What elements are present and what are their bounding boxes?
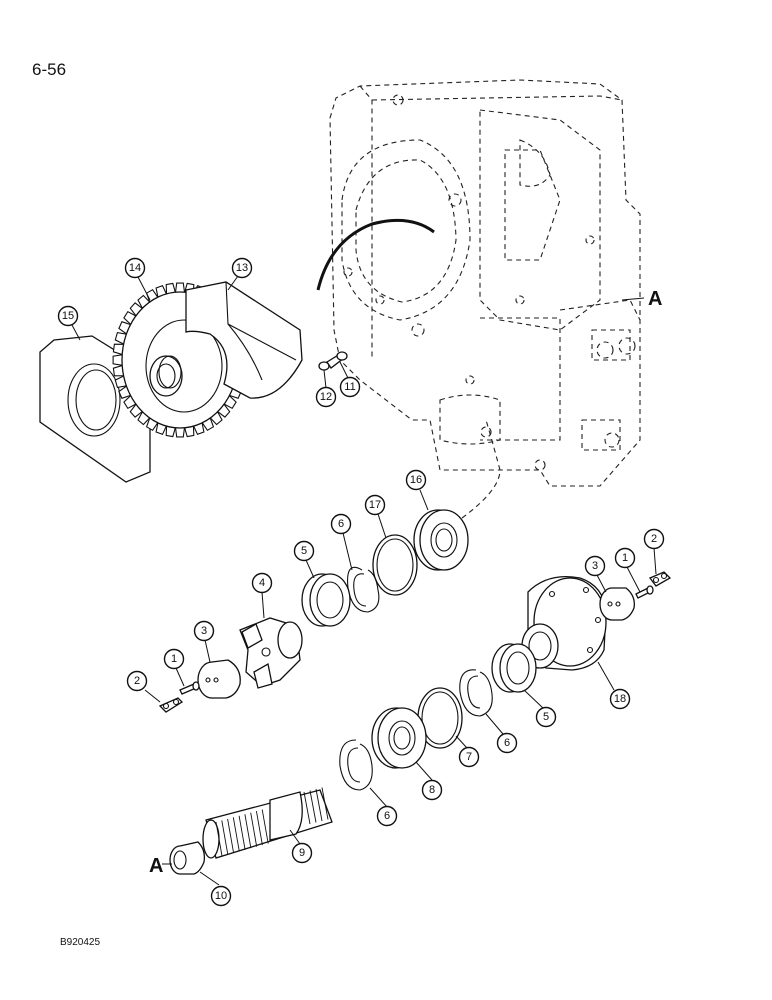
svg-text:8: 8 [429, 784, 435, 796]
shaft-spline [255, 811, 263, 846]
transmission-housing [316, 79, 641, 487]
part-9-shaft [202, 787, 333, 859]
svg-text:12: 12 [320, 391, 332, 403]
svg-text:14: 14 [129, 262, 141, 274]
part-5-seal-lower [491, 643, 537, 693]
shaft-spline [321, 787, 329, 820]
callout-1-left: 1 [163, 648, 185, 670]
svg-text:5: 5 [301, 545, 307, 557]
svg-text:16: 16 [410, 474, 422, 486]
svg-text:3: 3 [592, 560, 598, 572]
callout-3-right: 3 [584, 555, 606, 577]
callout-9: 9 [291, 842, 313, 864]
callout-11: 11 [339, 376, 361, 398]
part-6-snap-ring-mid [459, 669, 493, 717]
svg-text:3: 3 [201, 625, 207, 637]
callout-18: 18 [609, 688, 631, 710]
part-1-2-left [158, 681, 200, 713]
part-1-2-right [635, 571, 672, 599]
part-6-snap-ring-upper [347, 566, 380, 613]
part-8-bearing [371, 707, 427, 769]
callout-3-left: 3 [193, 620, 215, 642]
shaft-spline [227, 818, 235, 853]
callout-12: 12 [315, 386, 337, 408]
part-6-snap-ring-lower [339, 739, 373, 791]
part-18-flange [521, 575, 607, 671]
part-3-cap-right [599, 587, 635, 621]
svg-text:1: 1 [171, 653, 177, 665]
svg-text:10: 10 [215, 890, 227, 902]
part-17-ring [372, 534, 418, 596]
part-5-seal-upper [301, 573, 351, 627]
shaft-spline [215, 821, 223, 857]
callout-7: 7 [458, 746, 480, 768]
callout-2-right: 2 [643, 528, 665, 550]
callout-15: 15 [57, 305, 79, 327]
shaft-spline [250, 812, 258, 847]
svg-text:4: 4 [259, 577, 265, 589]
shaft-spline [261, 809, 269, 844]
callout-6-lower: 6 [376, 805, 398, 827]
callout-5-upper: 5 [293, 540, 315, 562]
svg-text:6: 6 [504, 737, 510, 749]
svg-text:11: 11 [344, 381, 355, 393]
callout-2-left: 2 [126, 670, 148, 692]
shaft-spline [238, 815, 246, 850]
reference-letter-a-upper: A [648, 288, 662, 310]
svg-text:6: 6 [384, 810, 390, 822]
svg-text:13: 13 [236, 262, 248, 274]
part-16-bearing [413, 419, 501, 571]
svg-text:18: 18 [614, 693, 626, 705]
part-14-gear [112, 282, 248, 438]
svg-text:5: 5 [543, 711, 549, 723]
part-13-shield [185, 281, 303, 399]
callout-1-right: 1 [614, 547, 636, 569]
shaft-spline [244, 814, 252, 849]
svg-text:17: 17 [369, 499, 381, 511]
part-3-cap-left [197, 659, 241, 699]
callout-8: 8 [421, 779, 443, 801]
figure-code: B920425 [60, 937, 101, 948]
svg-text:1: 1 [622, 552, 628, 564]
shaft-spline [221, 820, 229, 855]
svg-text:7: 7 [466, 751, 472, 763]
shaft-spline [309, 790, 317, 823]
part-11-12-bolt-washer [318, 351, 348, 371]
svg-text:2: 2 [651, 533, 657, 545]
callout-13: 13 [231, 257, 253, 279]
shaft-spline [315, 788, 323, 822]
callout-5-lower: 5 [535, 706, 557, 728]
part-4-yoke [239, 617, 303, 689]
shaft-spline [232, 817, 240, 852]
shaft-spline [303, 791, 311, 825]
callout-17: 17 [364, 494, 386, 516]
part-10-collar [169, 841, 206, 875]
leader-lines [71, 275, 657, 886]
callout-10: 10 [210, 885, 232, 907]
svg-text:2: 2 [134, 675, 140, 687]
callout-16: 16 [405, 469, 427, 491]
callout-6-upper: 6 [330, 513, 352, 535]
svg-text:15: 15 [62, 310, 74, 322]
reference-letter-a-lower: A [149, 855, 163, 877]
svg-text:6: 6 [338, 518, 344, 530]
callout-4: 4 [251, 572, 273, 594]
callout-14: 14 [124, 257, 146, 279]
page-number: 6-56 [32, 60, 67, 79]
callout-6-mid: 6 [496, 732, 518, 754]
svg-text:9: 9 [299, 847, 305, 859]
